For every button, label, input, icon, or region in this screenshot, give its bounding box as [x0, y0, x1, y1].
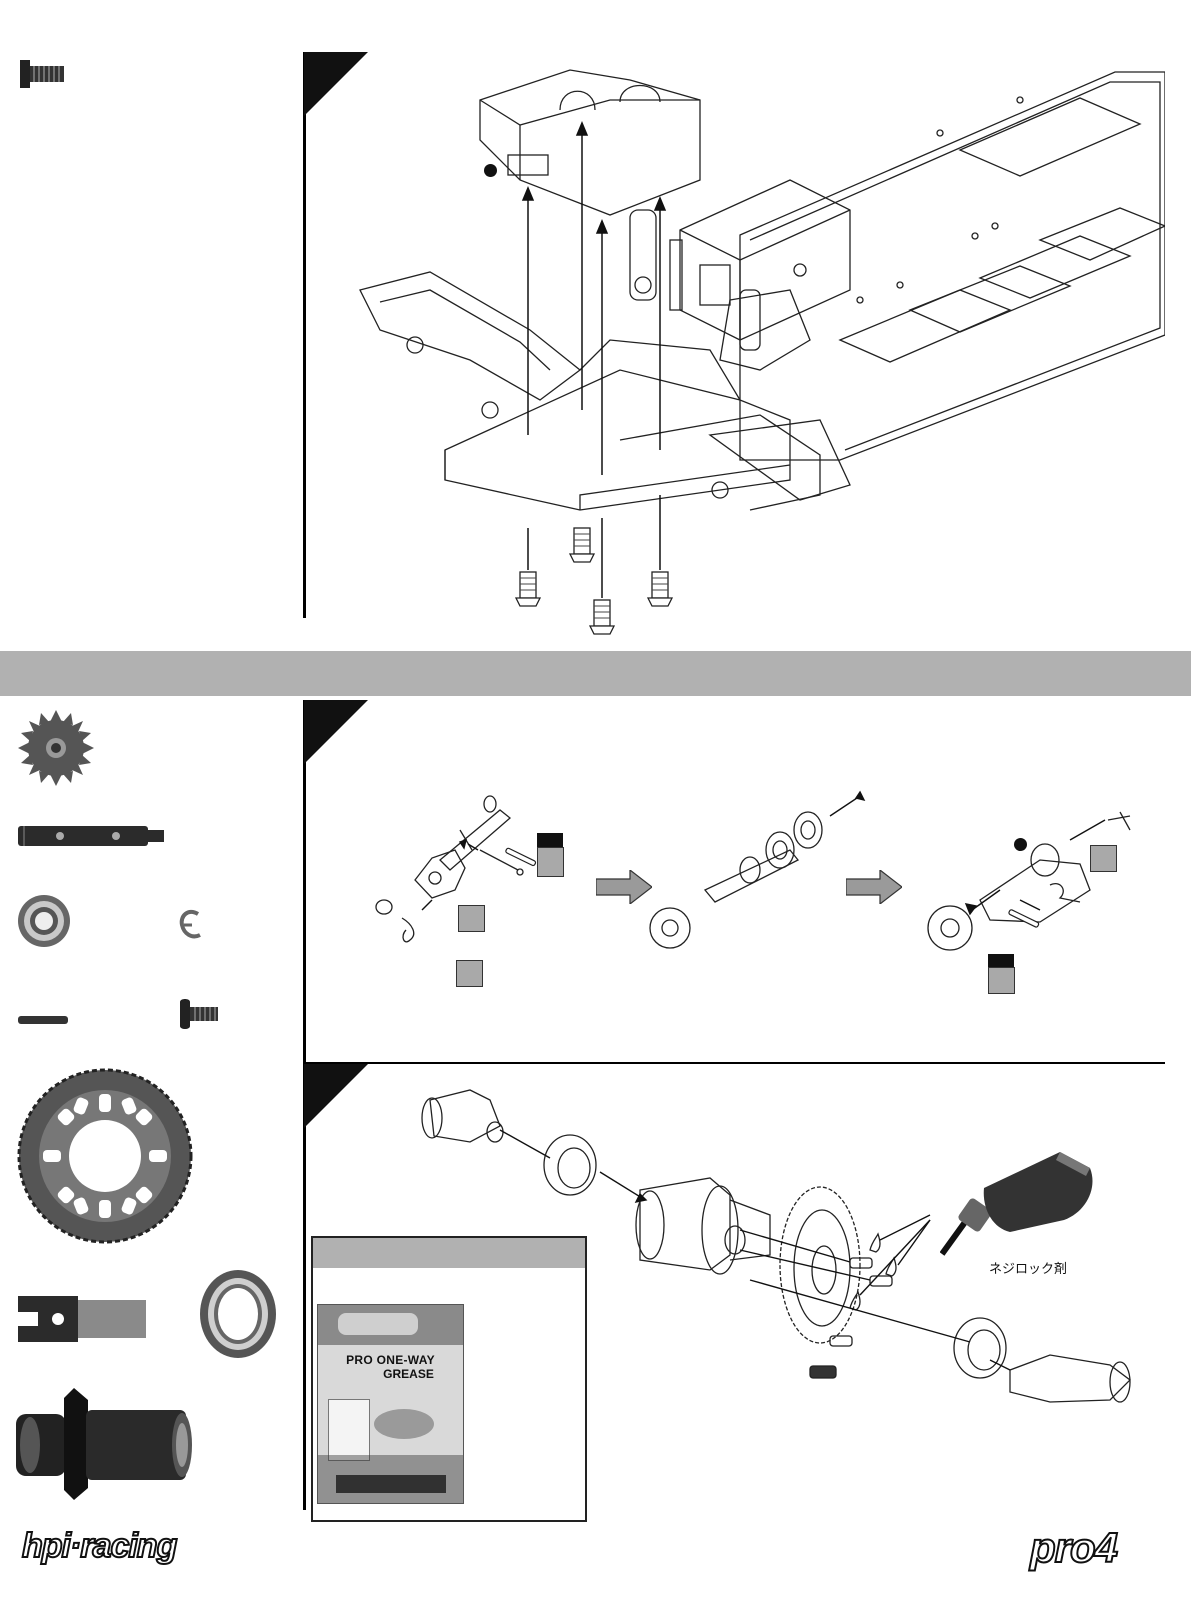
part-tag	[458, 905, 485, 932]
e-clip-icon	[178, 908, 204, 942]
step-corner-diff	[304, 700, 368, 764]
threadlock-label: ネジロック剤	[989, 1258, 1067, 1277]
ring-gear-icon	[15, 1066, 195, 1246]
bevel-gear-icon	[16, 708, 96, 788]
grease-callout: PRO ONE-WAY GREASE	[311, 1236, 587, 1522]
diff-shaft-icon	[18, 823, 168, 849]
outdrive-icon	[18, 1294, 148, 1344]
section-header-bar	[0, 651, 1191, 696]
hpi-racing-logo: hpi·racing	[22, 1527, 176, 1566]
step-separator	[304, 1062, 1165, 1064]
grease-package-image: PRO ONE-WAY GREASE	[317, 1304, 464, 1504]
glue-bottle-icon	[940, 1148, 1100, 1258]
grease-callout-header	[313, 1238, 585, 1268]
chassis-assembly-diagram	[320, 40, 1165, 640]
part-tag	[537, 847, 564, 877]
part-tag-dark	[537, 833, 563, 847]
step-divider-upper	[303, 52, 306, 618]
marker-dot-diff	[1014, 838, 1027, 851]
diff-case-icon	[16, 1384, 196, 1504]
button-screw-icon	[178, 998, 222, 1030]
bearing-icon	[16, 893, 72, 949]
part-tag-dark	[988, 954, 1014, 968]
pin-icon	[18, 1015, 70, 1025]
screw-icon	[18, 58, 68, 90]
pro4-logo: pro4	[1030, 1524, 1117, 1572]
grease-title-line1: PRO ONE-WAY	[318, 1353, 463, 1367]
arrow-right-icon	[596, 870, 652, 904]
part-tag	[1090, 845, 1117, 872]
step-corner-diff-final	[304, 1064, 368, 1128]
large-bearing-icon	[198, 1268, 278, 1360]
grease-title-line2: GREASE	[336, 1367, 464, 1381]
marker-dot-upper	[484, 164, 497, 177]
part-tag	[456, 960, 483, 987]
part-tag	[988, 967, 1015, 994]
arrow-right-icon	[846, 870, 902, 904]
